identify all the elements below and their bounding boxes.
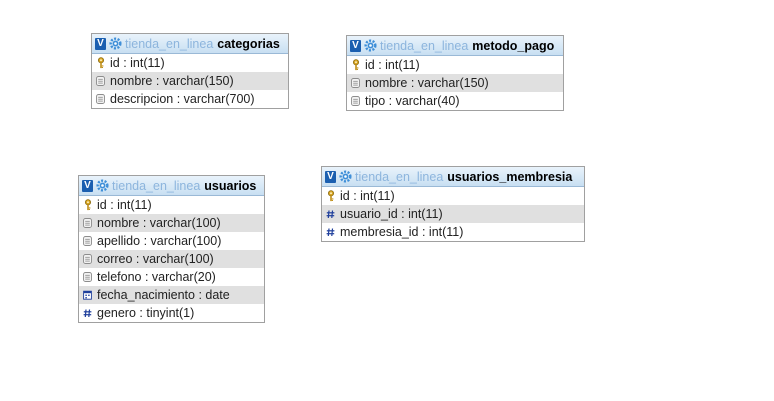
database-name: tienda_en_linea	[125, 36, 214, 51]
column-label: descripcion : varchar(700)	[110, 92, 255, 106]
string-field-icon	[351, 77, 360, 89]
column-list: id : int(11) usuario_id : int(11) membresi…	[322, 187, 584, 241]
database-name: tienda_en_linea	[380, 38, 469, 53]
primary-key-icon	[96, 57, 105, 69]
column-row[interactable]: tipo : varchar(40)	[347, 92, 563, 110]
column-row[interactable]: nombre : varchar(150)	[92, 72, 288, 90]
table-header[interactable]: V tienda_en_linea usuarios	[79, 176, 264, 196]
toggle-columns-button[interactable]: V	[325, 170, 336, 183]
column-label: id : int(11)	[365, 58, 420, 72]
table-name: usuarios	[204, 178, 257, 193]
column-row[interactable]: genero : tinyint(1)	[79, 304, 264, 322]
column-label: nombre : varchar(100)	[97, 216, 221, 230]
primary-key-icon	[326, 190, 335, 202]
column-row[interactable]: descripcion : varchar(700)	[92, 90, 288, 108]
string-field-icon	[96, 93, 105, 105]
numeric-field-icon	[326, 226, 335, 238]
column-row[interactable]: fecha_nacimiento : date	[79, 286, 264, 304]
column-row[interactable]: id : int(11)	[322, 187, 584, 205]
string-field-icon	[83, 271, 92, 283]
table-header[interactable]: V tienda_en_linea categorias	[92, 34, 288, 54]
column-list: id : int(11) nombre : varchar(150) descrip…	[92, 54, 288, 108]
column-list: id : int(11) nombre : varchar(100) apellid…	[79, 196, 264, 322]
column-label: id : int(11)	[340, 189, 395, 203]
database-name: tienda_en_linea	[355, 169, 444, 184]
gear-icon[interactable]	[109, 37, 122, 50]
string-field-icon	[83, 235, 92, 247]
column-row[interactable]: membresia_id : int(11)	[322, 223, 584, 241]
column-label: id : int(11)	[110, 56, 165, 70]
table-metodo-pago[interactable]: V tienda_en_linea metodo_pago id : int(1…	[346, 35, 564, 111]
gear-icon[interactable]	[339, 170, 352, 183]
column-label: tipo : varchar(40)	[365, 94, 460, 108]
string-field-icon	[83, 217, 92, 229]
column-label: membresia_id : int(11)	[340, 225, 464, 239]
toggle-columns-button[interactable]: V	[95, 37, 106, 50]
column-row[interactable]: correo : varchar(100)	[79, 250, 264, 268]
column-row[interactable]: telefono : varchar(20)	[79, 268, 264, 286]
table-usuarios[interactable]: V tienda_en_linea usuarios id : int(11) n…	[78, 175, 265, 323]
column-row[interactable]: id : int(11)	[347, 56, 563, 74]
column-list: id : int(11) nombre : varchar(150) tipo : …	[347, 56, 563, 110]
column-row[interactable]: nombre : varchar(100)	[79, 214, 264, 232]
column-row[interactable]: usuario_id : int(11)	[322, 205, 584, 223]
column-label: fecha_nacimiento : date	[97, 288, 230, 302]
table-usuarios-membresia[interactable]: V tienda_en_linea usuarios_membresia id …	[321, 166, 585, 242]
primary-key-icon	[351, 59, 360, 71]
column-row[interactable]: id : int(11)	[92, 54, 288, 72]
table-categorias[interactable]: V tienda_en_linea categorias id : int(11…	[91, 33, 289, 109]
gear-icon[interactable]	[96, 179, 109, 192]
string-field-icon	[83, 253, 92, 265]
column-label: nombre : varchar(150)	[110, 74, 234, 88]
column-label: telefono : varchar(20)	[97, 270, 216, 284]
column-row[interactable]: apellido : varchar(100)	[79, 232, 264, 250]
string-field-icon	[96, 75, 105, 87]
column-label: nombre : varchar(150)	[365, 76, 489, 90]
table-header[interactable]: V tienda_en_linea metodo_pago	[347, 36, 563, 56]
table-name: usuarios_membresia	[447, 169, 573, 184]
table-header[interactable]: V tienda_en_linea usuarios_membresia	[322, 167, 584, 187]
table-name: metodo_pago	[472, 38, 555, 53]
column-row[interactable]: nombre : varchar(150)	[347, 74, 563, 92]
toggle-columns-button[interactable]: V	[82, 179, 93, 192]
column-row[interactable]: id : int(11)	[79, 196, 264, 214]
table-name: categorias	[217, 36, 280, 51]
gear-icon[interactable]	[364, 39, 377, 52]
column-label: usuario_id : int(11)	[340, 207, 443, 221]
column-label: genero : tinyint(1)	[97, 306, 195, 320]
column-label: correo : varchar(100)	[97, 252, 214, 266]
primary-key-icon	[83, 199, 92, 211]
numeric-field-icon	[326, 208, 335, 220]
numeric-field-icon	[83, 307, 92, 319]
database-name: tienda_en_linea	[112, 178, 201, 193]
column-label: id : int(11)	[97, 198, 152, 212]
toggle-columns-button[interactable]: V	[350, 39, 361, 52]
date-field-icon	[83, 289, 92, 301]
string-field-icon	[351, 95, 360, 107]
column-label: apellido : varchar(100)	[97, 234, 222, 248]
